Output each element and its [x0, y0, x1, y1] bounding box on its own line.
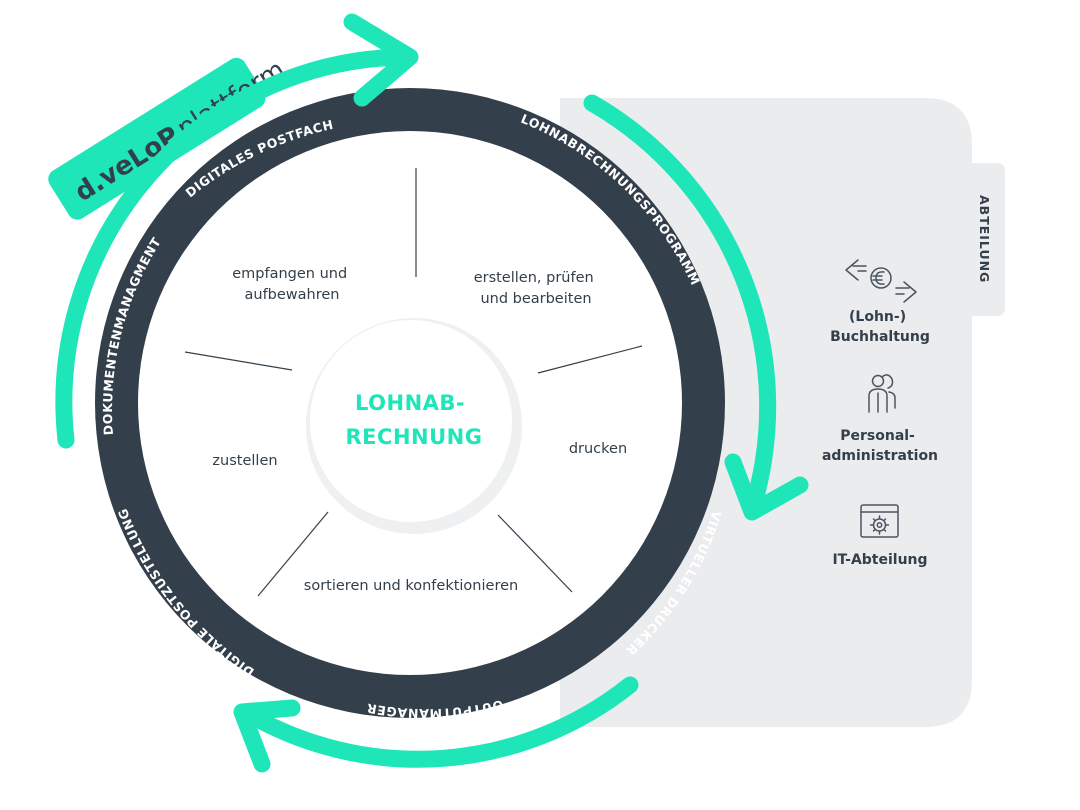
- step-erstellen: erstellen, prüfen und bearbeiten: [474, 270, 599, 307]
- center-title: LOHNAB- RECHNUNG: [346, 391, 483, 449]
- arrow-arc-right: [583, 94, 777, 519]
- step-drucken: drucken: [569, 441, 627, 457]
- arrow-head-right: [724, 453, 809, 521]
- arrow-arc-bottom: [236, 676, 639, 768]
- euro-exchange-icon: [845, 259, 917, 303]
- people-icon: [868, 374, 896, 413]
- step-zustellen: zustellen: [212, 453, 277, 469]
- dept-it-abteilung: IT-Abteilung: [832, 552, 927, 568]
- divider-left: [184, 351, 293, 371]
- gear-window-icon: [860, 504, 899, 538]
- divider-right: [537, 345, 643, 374]
- arrow-head-top: [343, 13, 419, 107]
- arrow-arc-left: [55, 48, 414, 449]
- divider-bottom-left: [257, 511, 329, 597]
- divider-bottom-right: [497, 514, 573, 593]
- arrow-head-bottom: [233, 699, 301, 773]
- department-tab-label: ABTEILUNG: [977, 195, 992, 283]
- cycle-arrows: [55, 13, 809, 773]
- dept-buchhaltung: (Lohn-) Buchhaltung: [830, 309, 930, 345]
- segment-dividers: [184, 168, 643, 597]
- step-sortieren: sortieren und konfektionieren: [304, 578, 518, 594]
- step-empfangen: empfangen und aufbewahren: [232, 266, 352, 303]
- center-circle: [310, 320, 512, 522]
- dept-personaladministration: Personal- administration: [822, 428, 938, 464]
